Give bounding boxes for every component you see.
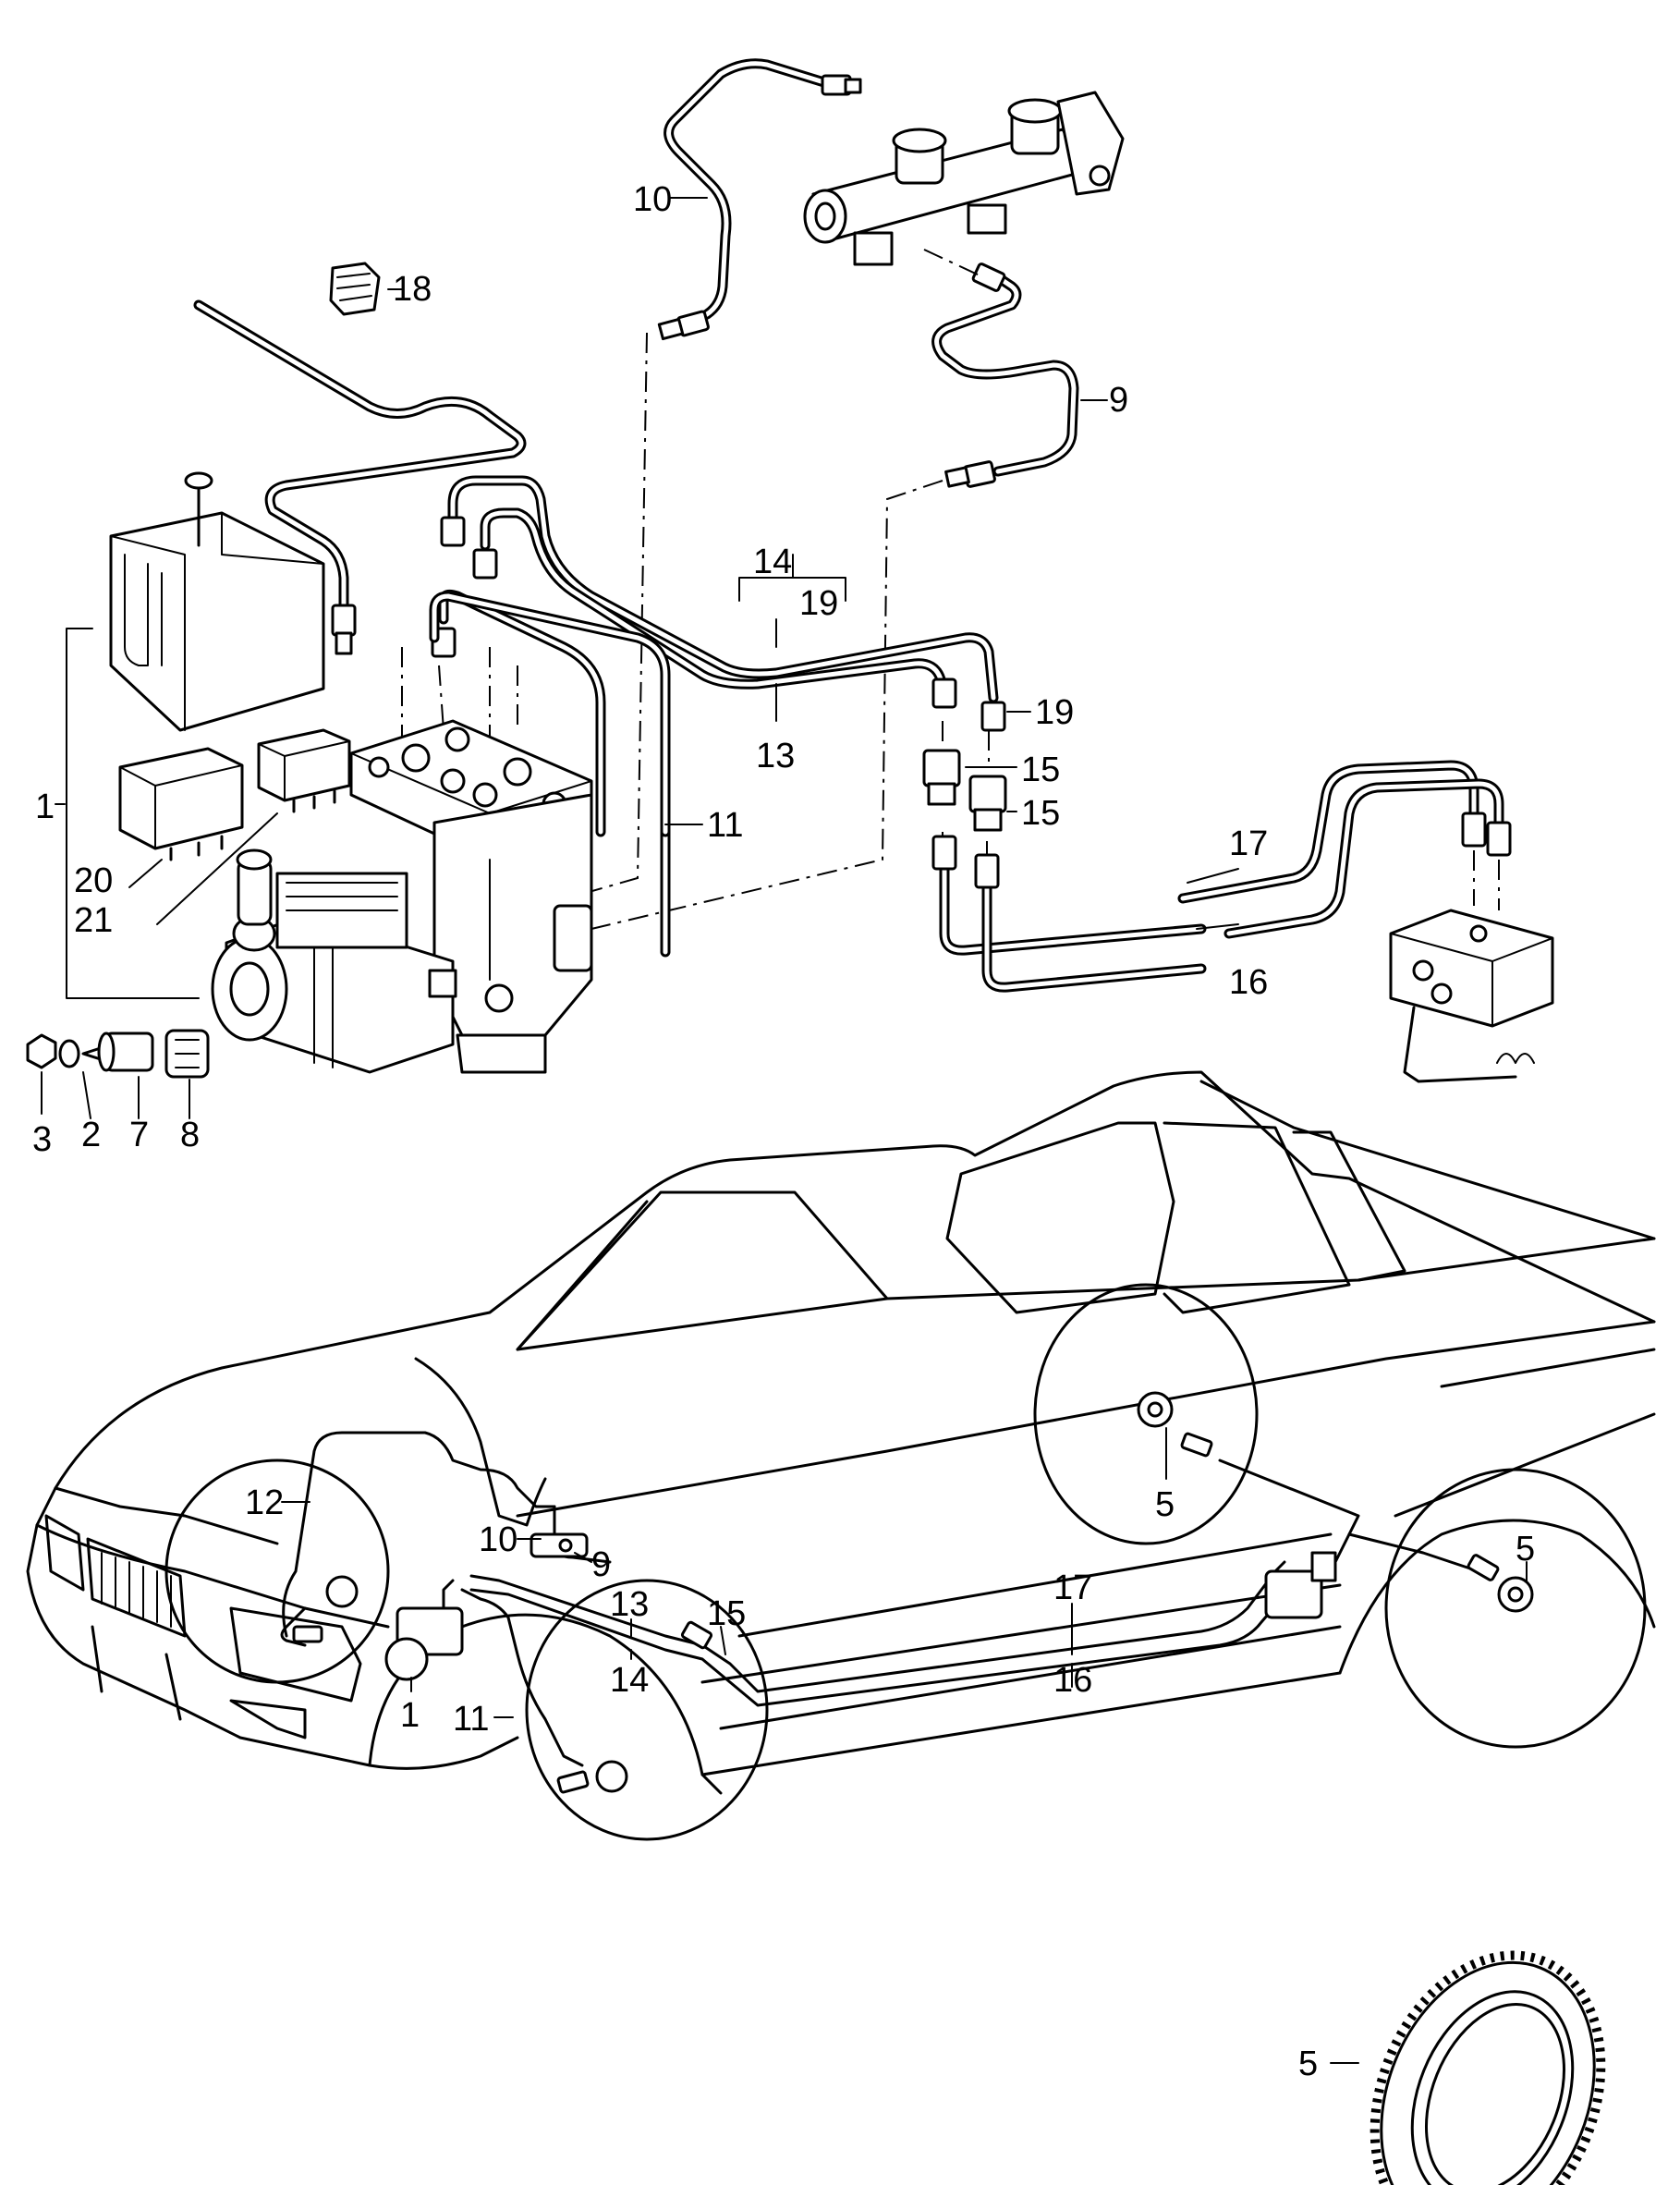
small-parts [26, 1029, 210, 1079]
callout-3: 3 [32, 1120, 52, 1159]
callout-10-car: 10 [479, 1520, 517, 1559]
callout-14-car: 14 [610, 1661, 649, 1700]
rear-pressure-regulator [1389, 909, 1554, 1083]
clip-18 [329, 262, 381, 316]
callout-10: 10 [633, 180, 672, 219]
callout-8: 8 [180, 1116, 200, 1154]
sensor-ring-5 [1330, 1950, 1606, 2185]
brake-pipe-9 [931, 262, 1079, 488]
brake-pipe-main-feed [193, 299, 527, 655]
relay-cover [109, 471, 325, 732]
callout-18: 18 [393, 270, 432, 309]
callout-11: 11 [707, 806, 743, 845]
callout-9-car: 9 [591, 1545, 611, 1584]
master-cylinder [803, 91, 1125, 266]
callout-15-b: 15 [1021, 794, 1060, 833]
callout-20: 20 [74, 861, 113, 900]
callout-15-a: 15 [1021, 751, 1060, 789]
callout-17-car: 17 [1053, 1569, 1092, 1607]
callout-2: 2 [81, 1116, 101, 1154]
callout-7: 7 [129, 1116, 149, 1154]
assembly-leader-lines [401, 249, 1500, 930]
callout-14: 14 [753, 543, 792, 581]
callout-labels: 1 2 3 7 8 9 10 11 13 14 15 15 16 17 18 1… [32, 180, 1535, 2083]
callout-16: 16 [1229, 963, 1268, 1002]
callout-11-car: 11 [453, 1700, 489, 1739]
union-15 [922, 749, 1007, 832]
callout-5-front-wheel: 5 [1155, 1485, 1175, 1524]
callout-leaders-upper [41, 197, 1239, 1119]
brake-pipe-10 [657, 58, 862, 341]
hydraulic-unit [349, 719, 593, 1074]
brake-pipe-11 [429, 591, 671, 958]
pump-motor [211, 848, 457, 1074]
callout-12: 12 [245, 1483, 284, 1522]
callout-17: 17 [1229, 824, 1268, 863]
callout-1-car: 1 [400, 1696, 420, 1735]
callout-19-a: 19 [799, 584, 838, 623]
car-wheels [164, 1283, 1647, 1841]
callout-5-ring: 5 [1298, 2045, 1318, 2083]
callout-13: 13 [756, 737, 795, 775]
callout-1: 1 [35, 787, 55, 826]
brake-pipes-16-17 [931, 760, 1512, 993]
callout-leaders-car [281, 1427, 1528, 1718]
callout-5-rear-wheel: 5 [1516, 1530, 1535, 1569]
callout-19-b: 19 [1035, 693, 1074, 732]
callout-9: 9 [1109, 381, 1128, 420]
car-brake-lines [280, 1431, 1500, 1794]
callout-15-car: 15 [707, 1594, 746, 1633]
relay-21 [257, 728, 351, 813]
relay-20 [118, 747, 244, 861]
callout-21: 21 [74, 901, 113, 940]
car-outline [26, 1070, 1656, 1795]
callout-13-car: 13 [610, 1585, 649, 1624]
callout-16-car: 16 [1053, 1661, 1092, 1700]
